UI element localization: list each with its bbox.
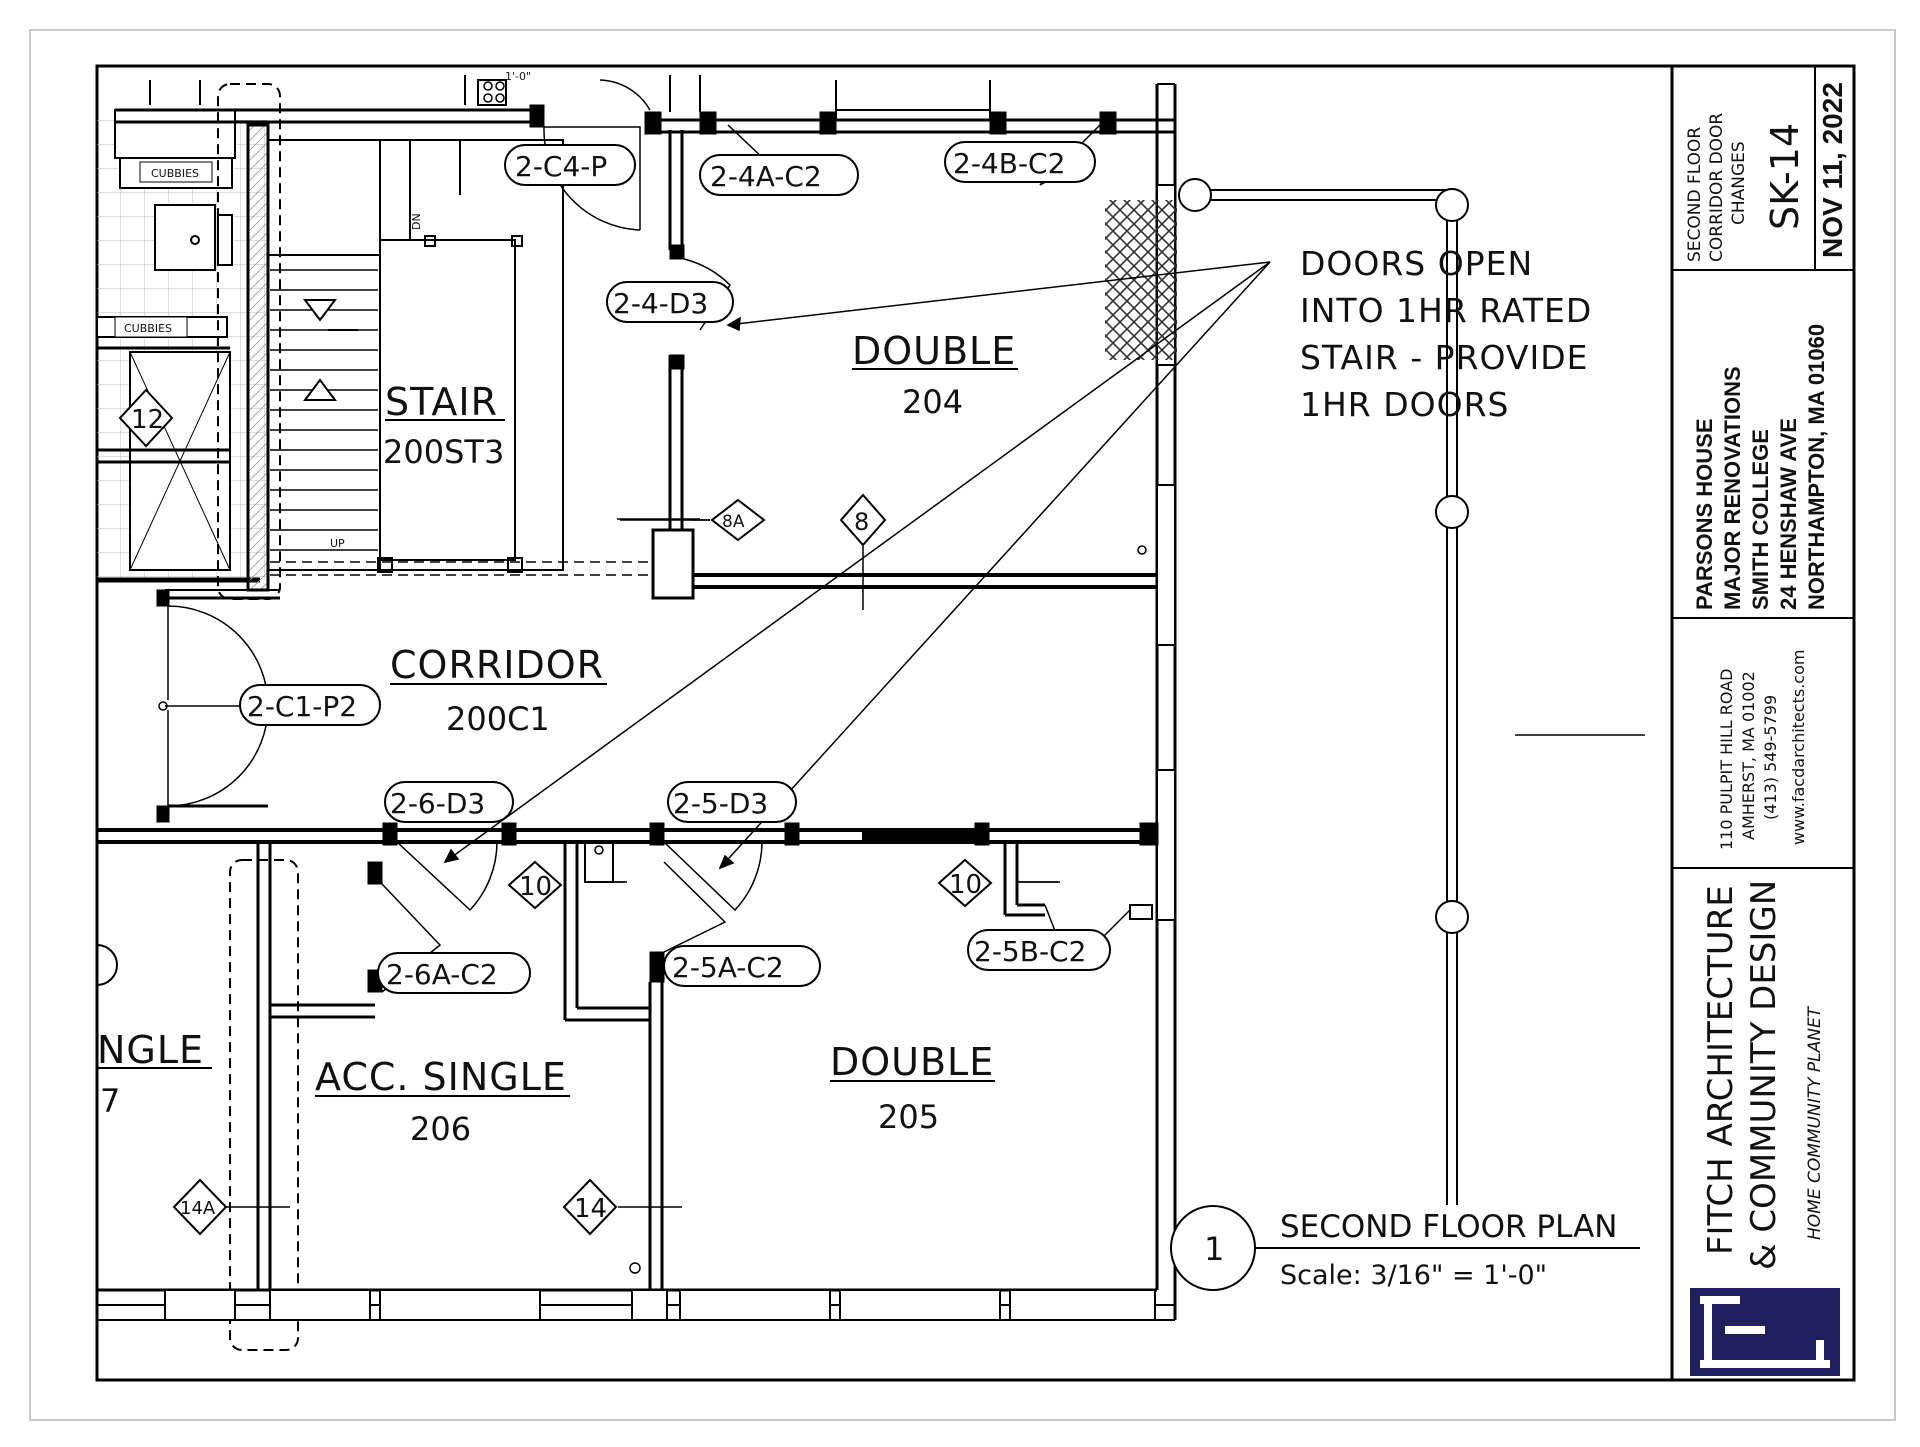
door-tag-5bc2-box: [967, 929, 1111, 971]
firm-name-2: & COMMUNITY DESIGN: [1744, 880, 1784, 1270]
door-tag-5ac2-box: [663, 945, 821, 987]
marker-8a-diamond: [710, 498, 766, 542]
marker-14: 14: [574, 1194, 607, 1224]
door-tag-5d3-box: [667, 781, 797, 823]
marker-14a-diamond: [172, 1178, 228, 1236]
room-206-name: ACC. SINGLE: [315, 1055, 567, 1099]
room-labels: STAIR 200ST3 DOUBLE 204 CORRIDOR 200C1 N…: [97, 329, 1018, 1148]
door-tag-4ac2-box: [699, 154, 859, 196]
sheet-title-line-3: CHANGES: [1729, 141, 1749, 225]
dimension-label: 1'-0": [505, 70, 531, 83]
door-tag-4ac2: 2-4A-C2: [710, 160, 822, 193]
marker-14a: 14A: [180, 1198, 216, 1219]
door-tag-6ac2: 2-6A-C2: [386, 958, 498, 991]
room-corridor-number: 200C1: [446, 700, 550, 738]
marker-12: 12: [131, 405, 164, 435]
door-tag-6d3-box: [384, 781, 514, 823]
firm-address-4: www.facdarchitects.com: [1789, 650, 1808, 845]
project-line-4: 24 HENSHAW AVE: [1776, 418, 1801, 610]
note-line-4: 1HR DOORS: [1300, 385, 1509, 424]
marker-12-diamond: [118, 388, 174, 448]
drawing-scale: Scale: 3/16" = 1'-0": [1280, 1260, 1547, 1291]
firm-name-1: FITCH ARCHITECTURE: [1701, 885, 1741, 1255]
project-line-5: NORTHAMPTON, MA 01060: [1804, 324, 1829, 610]
door-tags: 2-C4-P 2-4A-C2 2-4B-C2 2-4-D3 2-C1-P2 2-…: [239, 141, 1111, 994]
title-block: SECOND FLOOR CORRIDOR DOOR CHANGES SK-14…: [1672, 66, 1854, 1376]
note-line-3: STAIR - PROVIDE: [1300, 338, 1588, 377]
note-line-2: INTO 1HR RATED: [1300, 291, 1592, 330]
room-206-number: 206: [410, 1110, 471, 1148]
marker-8a: 8A: [722, 512, 745, 532]
cubbies-label-2: CUBBIES: [124, 322, 172, 335]
stair-outline: [267, 139, 564, 571]
door-tag-4d3: 2-4-D3: [613, 287, 708, 320]
drawing-title: 1 SECOND FLOOR PLAN Scale: 3/16" = 1'-0": [1170, 1205, 1640, 1291]
marker-14-diamond: [562, 1178, 618, 1236]
door-tag-c4p-box: [504, 144, 636, 186]
section-cuts: [222, 518, 1058, 1208]
stair-up-label: UP: [330, 537, 345, 550]
door-tag-c1p2: 2-C1-P2: [247, 690, 357, 723]
firm-logo-mark: [1700, 1296, 1830, 1368]
door-tag-4bc2: 2-4B-C2: [953, 147, 1065, 180]
door-tag-5ac2: 2-5A-C2: [672, 951, 784, 984]
note-line-1: DOORS OPEN: [1300, 244, 1533, 283]
door-tag-5d3: 2-5-D3: [673, 787, 768, 820]
door-tag-5bc2: 2-5B-C2: [974, 935, 1086, 968]
door-tag-4d3-box: [606, 281, 734, 323]
door-tag-c4p: 2-C4-P: [515, 150, 607, 183]
room-stair-name: STAIR: [385, 380, 498, 424]
sheet-title-line-1: SECOND FLOOR: [1685, 127, 1705, 262]
marker-10b: 10: [949, 870, 982, 900]
sheet-title-line-2: CORRIDOR DOOR: [1707, 113, 1727, 262]
room-205-name: DOUBLE: [830, 1040, 994, 1084]
cubbies-label-1: CUBBIES: [151, 167, 199, 180]
room-corridor-name: CORRIDOR: [390, 643, 604, 687]
page-border: [29, 29, 1896, 1421]
leader-lines: [443, 261, 1271, 870]
room-207-name: NGLE: [97, 1028, 204, 1072]
drawing-title-text: SECOND FLOOR PLAN: [1280, 1209, 1618, 1245]
marker-10b-diamond: [937, 858, 993, 908]
project-line-1: PARSONS HOUSE: [1692, 418, 1717, 610]
firm-address-2: AMHERST, MA 01002: [1739, 671, 1758, 840]
firm-address-1: 110 PULPIT HILL ROAD: [1717, 669, 1736, 850]
door-tag-c1p2-box: [239, 684, 381, 726]
room-204-number: 204: [902, 383, 963, 421]
drawing-number: 1: [1204, 1230, 1224, 1268]
stair-down-label: DN: [410, 213, 423, 230]
door-tag-6d3: 2-6-D3: [390, 787, 485, 820]
marker-10a: 10: [519, 872, 552, 902]
door-tag-6ac2-box: [377, 952, 531, 994]
wall-type-markers: 12 8A 8 10 10 14A 14: [118, 388, 993, 1236]
marker-10a-diamond: [507, 860, 563, 910]
project-line-2: MAJOR RENOVATIONS: [1720, 366, 1745, 610]
room-207-number: 7: [100, 1082, 120, 1120]
sheet-number: SK-14: [1763, 123, 1807, 230]
marker-8: 8: [854, 508, 869, 536]
project-line-3: SMITH COLLEGE: [1748, 429, 1773, 610]
room-stair-number: 200ST3: [383, 433, 504, 471]
door-tag-4bc2-box: [944, 141, 1096, 183]
firm-address-3: (413) 549-5799: [1761, 695, 1780, 820]
small-labels: CUBBIES CUBBIES DN UP 1'-0": [114, 70, 531, 550]
firm-tagline: HOME COMMUNITY PLANET: [1805, 1005, 1825, 1240]
drawing-frame: [95, 64, 1856, 1382]
room-205-number: 205: [878, 1098, 939, 1136]
room-204-name: DOUBLE: [852, 329, 1016, 373]
callout-note: DOORS OPEN INTO 1HR RATED STAIR - PROVID…: [1300, 244, 1592, 424]
sheet-date: NOV 11, 2022: [1817, 82, 1848, 258]
marker-8-diamond: [839, 493, 887, 547]
